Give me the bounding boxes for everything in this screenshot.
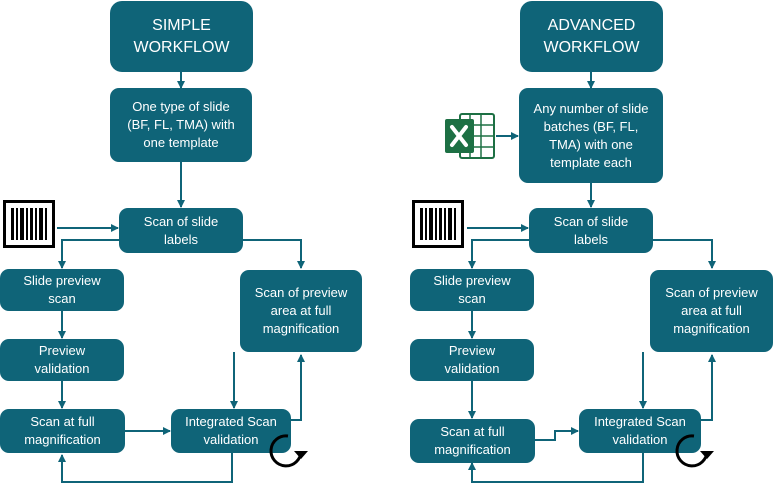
edge-integrated-to-area — [291, 354, 305, 421]
simple-scan-full-node: Scan at full magnification — [0, 409, 125, 453]
advanced-preview-area-node: Scan of preview area at full magnificati… — [650, 270, 773, 352]
edge-adv-integrated-to-area — [701, 354, 716, 421]
advanced-workflow-title: ADVANCED WORKFLOW — [520, 1, 663, 72]
advanced-preview-scan-text: Slide preview scan — [433, 273, 511, 306]
simple-preview-validation-text: Preview validation — [34, 343, 90, 376]
advanced-integrated-text: Integrated Scan validation — [594, 414, 686, 447]
advanced-preview-validation-text: Preview validation — [444, 343, 500, 376]
barcode-icon — [3, 200, 55, 248]
advanced-slide-batches-node: Any number of slide batches (BF, FL, TMA… — [519, 88, 663, 183]
circular-arrow-icon — [675, 434, 714, 468]
simple-integrated-text: Integrated Scan validation — [185, 414, 277, 447]
advanced-slide-batches-text: Any number of slide batches (BF, FL, TMA… — [533, 100, 649, 170]
simple-slide-type-node: One type of slide (BF, FL, TMA) with one… — [110, 88, 252, 162]
simple-scan-labels-text: Scan of slide labels — [143, 213, 219, 247]
advanced-integrated-node: Integrated Scan validation — [579, 409, 701, 453]
advanced-preview-area-text: Scan of preview area at full magnificati… — [665, 285, 758, 336]
simple-workflow-title-text: SIMPLE WORKFLOW — [133, 16, 230, 56]
advanced-scan-labels-text: Scan of slide labels — [553, 213, 629, 247]
advanced-scan-full-node: Scan at full magnification — [410, 419, 535, 463]
simple-scan-full-text: Scan at full magnification — [24, 414, 101, 447]
simple-integrated-node: Integrated Scan validation — [171, 409, 291, 453]
excel-spreadsheet-icon — [445, 113, 495, 159]
simple-preview-scan-text: Slide preview scan — [23, 273, 101, 306]
edge-adv-full-to-integrated — [535, 427, 579, 441]
edge-adv-labels-to-preview-area — [653, 239, 716, 269]
simple-slide-type-text: One type of slide (BF, FL, TMA) with one… — [127, 99, 235, 150]
advanced-preview-scan-node: Slide preview scan — [410, 269, 534, 311]
edge-labels-to-preview-scan — [58, 239, 119, 269]
edge-labels-to-preview-area — [243, 239, 305, 269]
simple-workflow-title: SIMPLE WORKFLOW — [110, 1, 253, 72]
edge-integrated-loop-back — [58, 453, 233, 483]
simple-scan-labels-node: Scan of slide labels — [119, 208, 243, 253]
advanced-workflow-title-text: ADVANCED WORKFLOW — [543, 16, 640, 56]
edge-adv-integrated-loop-back — [468, 453, 644, 483]
simple-preview-validation-node: Preview validation — [0, 339, 124, 381]
advanced-preview-validation-node: Preview validation — [410, 339, 534, 381]
advanced-scan-labels-node: Scan of slide labels — [529, 208, 653, 253]
simple-preview-scan-node: Slide preview scan — [0, 269, 124, 311]
barcode-icon — [412, 200, 464, 248]
simple-preview-area-node: Scan of preview area at full magnificati… — [240, 270, 362, 352]
edge-adv-labels-to-preview-scan — [468, 239, 529, 269]
simple-preview-area-text: Scan of preview area at full magnificati… — [254, 285, 348, 336]
circular-arrow-icon — [269, 434, 308, 468]
advanced-scan-full-text: Scan at full magnification — [434, 424, 511, 457]
